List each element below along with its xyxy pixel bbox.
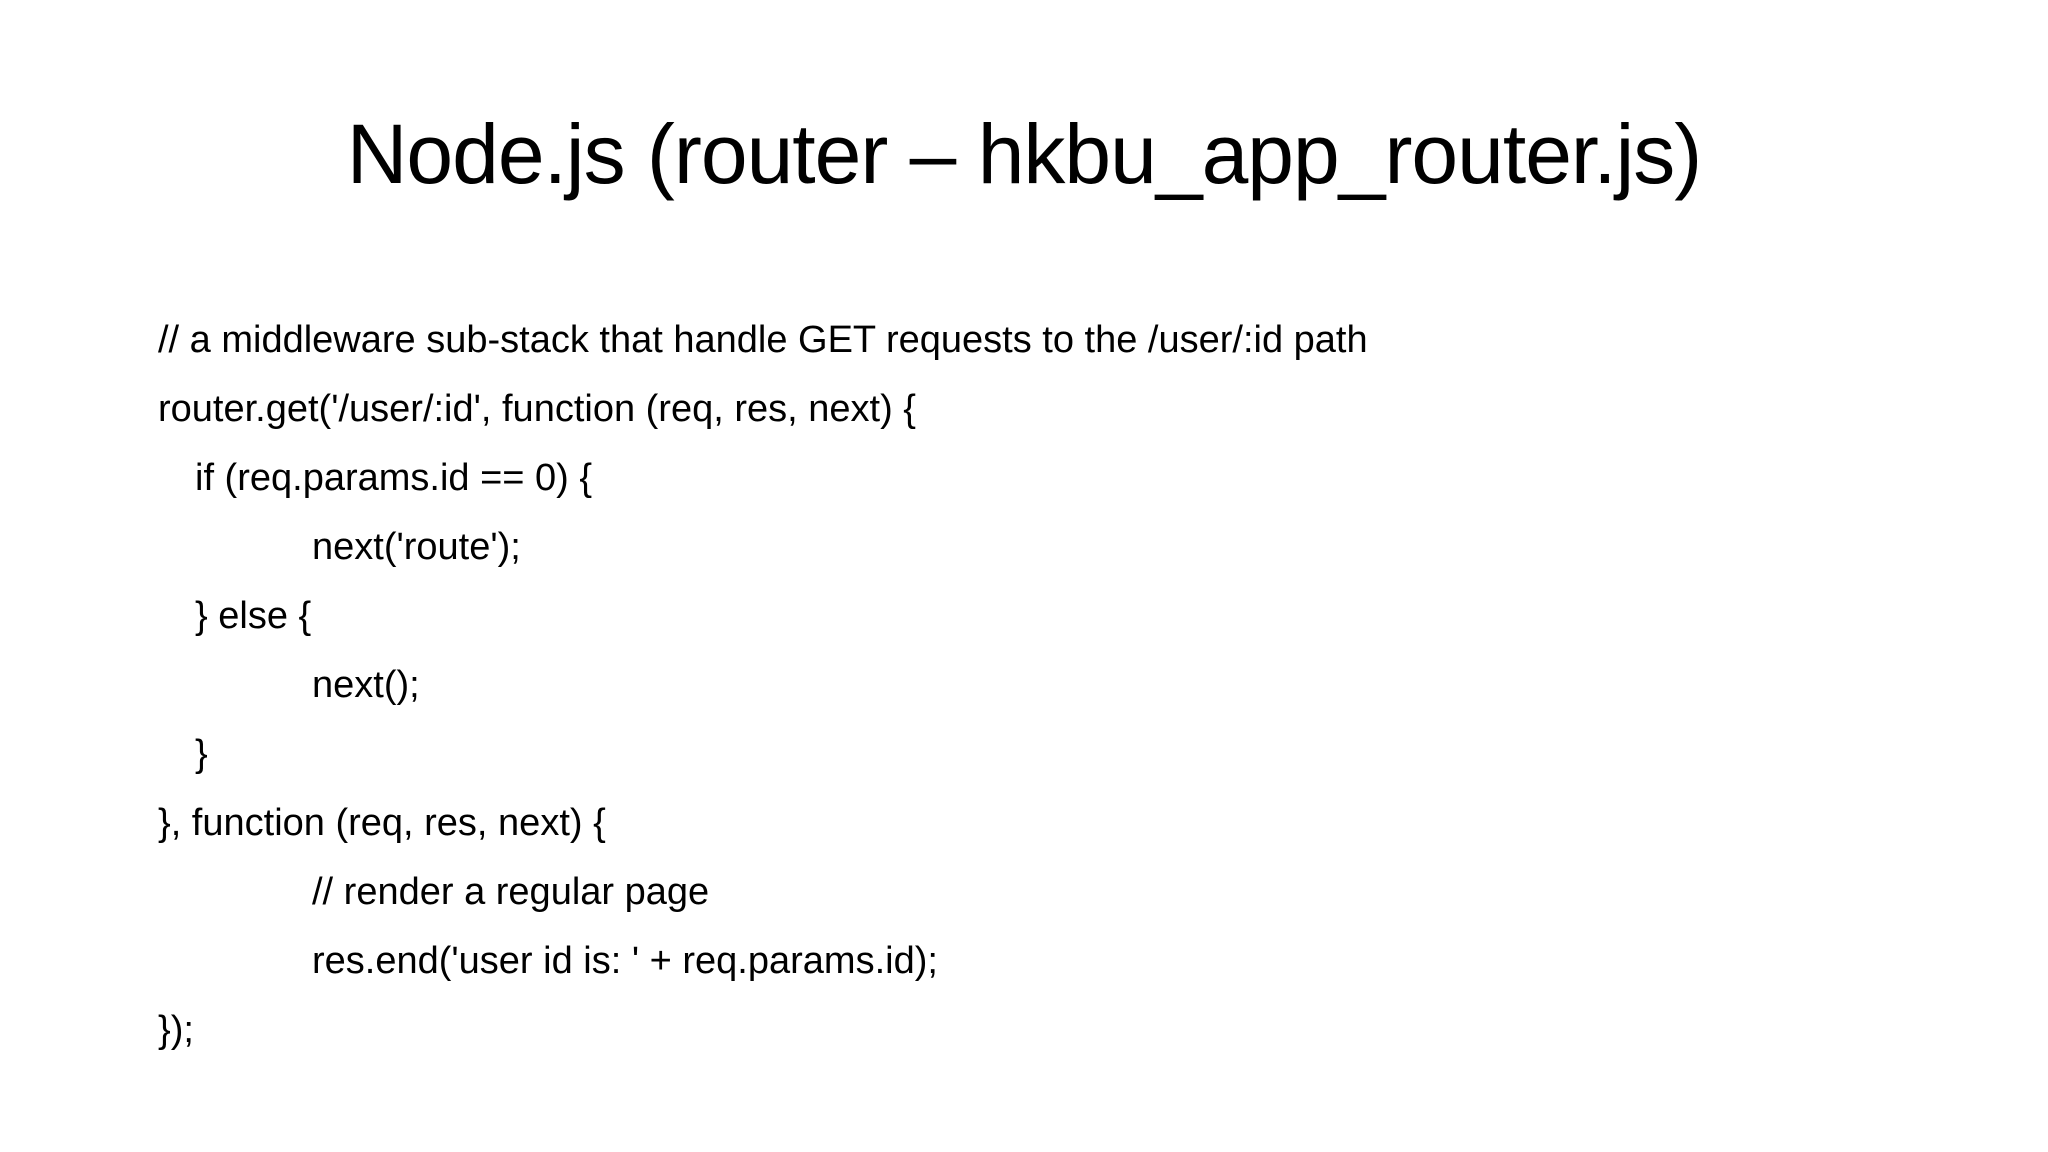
code-line: });	[158, 1009, 194, 1051]
slide-title: Node.js (router – hkbu_app_router.js)	[346, 107, 1702, 201]
code-line: // render a regular page	[312, 871, 710, 913]
code-line: }, function (req, res, next) {	[158, 802, 606, 844]
code-line: }	[195, 733, 208, 775]
code-line: router.get('/user/:id', function (req, r…	[158, 388, 916, 430]
code-line: } else {	[195, 595, 312, 637]
code-line: next();	[312, 664, 420, 706]
code-line: if (req.params.id == 0) {	[195, 457, 593, 499]
code-line: // a middleware sub-stack that handle GE…	[158, 319, 1368, 361]
code-line: next('route');	[312, 526, 521, 568]
code-block: // a middleware sub-stack that handle GE…	[158, 306, 1968, 1065]
code-line: res.end('user id is: ' + req.params.id);	[312, 940, 938, 982]
